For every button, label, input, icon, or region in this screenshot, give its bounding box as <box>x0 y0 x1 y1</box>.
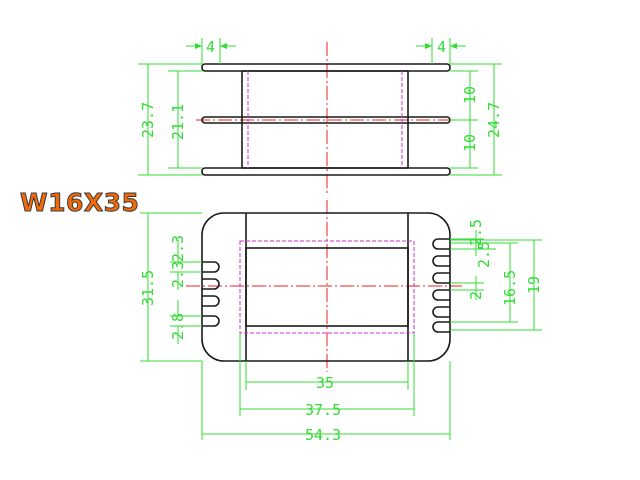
model-title: W16X35 <box>19 188 140 218</box>
dim-label-width-middle: 37.5 <box>305 401 341 419</box>
dim-label-left-top: 4 <box>206 38 215 56</box>
left-pin-slots <box>202 261 220 327</box>
dim-label-width-inner: 35 <box>316 374 334 392</box>
dim-right-gaps: 10 10 <box>450 70 479 169</box>
dim-label-right-top-slot: 2.5 <box>467 219 485 246</box>
dim-label-right-upper-gap: 10 <box>461 86 479 104</box>
dim-label-right-total-top: 19 <box>525 276 543 294</box>
dim-label-right-second-slot: 2.5 <box>475 241 493 268</box>
right-slot-6 <box>432 321 450 333</box>
dim-label-left-upper-2: 2.3 <box>169 261 187 288</box>
dim-right-total: 24.7 <box>450 63 503 176</box>
dim-label-width-total: 54.3 <box>305 426 341 444</box>
core-window <box>245 247 409 327</box>
side-view: 4 4 23.7 21.1 10 10 <box>138 38 503 196</box>
dim-label-left-lower: 2.8 <box>169 313 187 340</box>
right-slot-4 <box>432 289 450 301</box>
dim-left-top: 4 <box>186 38 236 64</box>
dim-width-middle: 37.5 <box>239 333 415 419</box>
top-view: 31.5 2.3 2.3 2.8 2.5 2.5 2 <box>139 200 543 444</box>
dim-right-total-top: 19 <box>450 239 543 331</box>
dim-right-span: 16.5 <box>450 242 519 322</box>
dim-label-left-height: 31.5 <box>139 270 157 306</box>
right-slot-1 <box>432 238 450 250</box>
dim-left-outer-height: 23.7 <box>138 63 202 176</box>
dim-left-height: 31.5 <box>139 212 202 362</box>
bobbin-outline <box>201 212 451 362</box>
left-slot-1 <box>202 261 220 273</box>
dim-width-inner: 35 <box>245 361 409 392</box>
dim-label-right-lower-gap: 10 <box>461 134 479 152</box>
bottom-flange <box>201 167 451 176</box>
dim-left-inner-height: 21.1 <box>168 70 202 169</box>
dim-right-top: 4 <box>416 38 466 64</box>
left-slot-2 <box>202 278 220 290</box>
right-pin-slots <box>432 238 450 333</box>
top-flange <box>201 63 451 72</box>
dim-label-right-top: 4 <box>437 38 446 56</box>
dim-label-left-upper: 2.3 <box>169 235 187 262</box>
right-slot-3 <box>432 272 450 284</box>
left-slot-3 <box>202 295 220 307</box>
hidden-rect <box>239 240 415 334</box>
left-slot-4 <box>202 315 220 327</box>
dim-label-right-lower-slot: 2 <box>467 291 485 300</box>
right-slot-2 <box>432 255 450 267</box>
dim-label-right-total: 24.7 <box>485 102 503 138</box>
dim-left-slots: 2.3 2.3 2.8 <box>169 235 202 344</box>
dim-label-right-span: 16.5 <box>501 270 519 306</box>
dim-label-left-outer: 23.7 <box>139 102 157 138</box>
dim-width-total: 54.3 <box>201 361 451 444</box>
dim-label-left-inner: 21.1 <box>169 104 187 140</box>
right-slot-5 <box>432 306 450 318</box>
dim-right-slots: 2.5 2.5 2 <box>450 219 518 323</box>
